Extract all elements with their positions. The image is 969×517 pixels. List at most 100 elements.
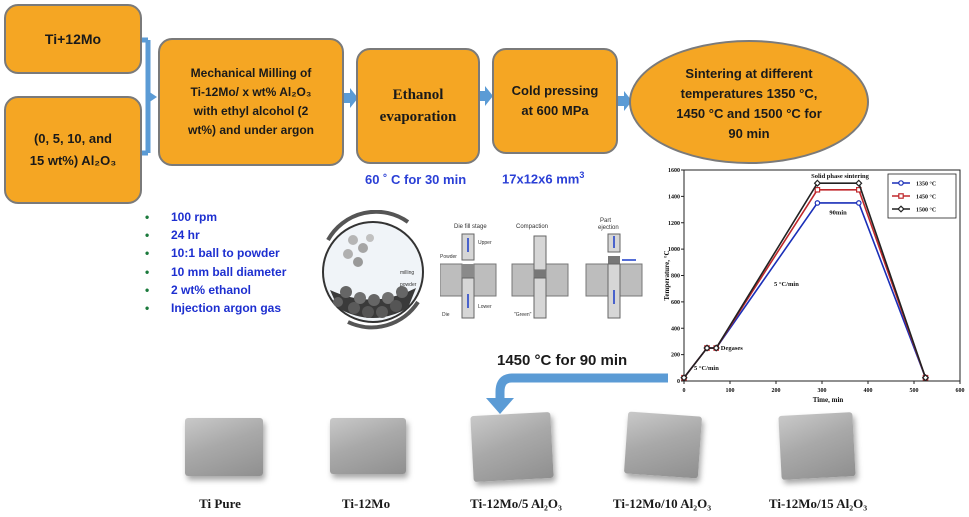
stage-label: Die fill stage xyxy=(454,224,487,230)
alumina-box: (0, 5, 10, and 15 wt%) Al₂O₃ xyxy=(4,96,142,204)
milling-balls xyxy=(330,234,416,318)
series-marker xyxy=(813,179,822,187)
green-label: "Green" xyxy=(514,312,532,318)
die-compaction-illustration: Die fill stage Compaction Part ejection … xyxy=(440,218,643,319)
chart-series xyxy=(680,179,930,382)
ti-mo-box-label: Ti+12Mo xyxy=(44,31,102,47)
ball-mill-illustration: milling powder xyxy=(322,210,424,330)
series-marker xyxy=(921,374,930,382)
milling-box: Mechanical Milling of Ti-12Mo/ x wt% Al₂… xyxy=(158,38,344,166)
ethanol-box-label: Ethanol evaporation xyxy=(379,87,457,125)
ti-mo-box: Ti+12Mo xyxy=(4,4,142,74)
y-tick-label: 400 xyxy=(671,326,680,332)
ball-label-powder: powder xyxy=(400,282,417,288)
sintering-ellipse-label: Sintering at different temperatures 1350… xyxy=(676,66,822,141)
upper-punch-label: Upper xyxy=(478,240,492,246)
legend-label: 1450 °C xyxy=(916,194,936,201)
y-tick-label: 200 xyxy=(671,353,680,359)
powder-fill xyxy=(462,264,474,278)
die-block xyxy=(511,263,535,297)
parameter-item: •100 rpm xyxy=(145,208,286,226)
x-tick-label: 0 xyxy=(683,388,686,394)
upper-punch xyxy=(533,235,547,271)
sample-photo-ti-pure xyxy=(185,418,263,476)
sample-caption: Ti-12Mo/10 Al₂O₃ xyxy=(612,496,712,511)
parameter-item: •24 hr xyxy=(145,226,286,244)
chart-legend: 1350 °C 1450 °C 1500 °C xyxy=(887,173,957,219)
die-label: Die xyxy=(442,312,450,318)
rotation-arc-icon xyxy=(326,210,410,241)
curved-arrow-head-icon xyxy=(486,398,514,414)
series-marker xyxy=(898,180,904,186)
die-block xyxy=(440,263,463,297)
annotation-degases: Degases xyxy=(721,345,743,352)
curved-arrow-line xyxy=(495,373,668,402)
series-marker xyxy=(856,200,862,206)
legend-label: 1350 °C xyxy=(916,181,936,188)
sample-photo-5-al2o3 xyxy=(470,411,554,483)
x-tick-label: 600 xyxy=(956,388,965,394)
milling-box-label: Mechanical Milling of Ti-12Mo/ x wt% Al₂… xyxy=(188,66,314,137)
sintering-ellipse: Sintering at different temperatures 1350… xyxy=(629,40,869,164)
series-marker xyxy=(898,193,904,199)
sample-photo-ti-12mo xyxy=(330,418,406,474)
sample-caption: Ti-12Mo/5 Al₂O₃ xyxy=(470,496,562,511)
alumina-box-label: (0, 5, 10, and 15 wt%) Al₂O₃ xyxy=(29,131,117,168)
pressing-size-note: 17x12x6 mm3 xyxy=(502,170,584,186)
ethanol-box: Ethanol evaporation xyxy=(356,48,480,164)
annotation-heating-rate: 5 °C/min xyxy=(774,281,799,288)
ejected-part xyxy=(608,256,620,264)
x-axis-label: Time, min xyxy=(813,396,844,403)
rotation-arc-icon xyxy=(347,300,420,330)
sample-caption: Ti-12Mo xyxy=(341,496,391,511)
bullet-icon: • xyxy=(145,282,150,297)
bullet-icon: • xyxy=(145,210,150,224)
series-line xyxy=(683,182,927,379)
die-block xyxy=(585,263,609,297)
series-marker xyxy=(855,179,863,187)
lower-punch xyxy=(533,277,547,319)
y-tick-label: 1000 xyxy=(668,247,680,253)
series-marker xyxy=(680,374,688,382)
selected-condition-note: 1450 °C for 90 min xyxy=(497,352,628,369)
ball-label-balls: milling xyxy=(400,270,414,276)
powder-label: Powder xyxy=(440,254,457,260)
arrow-icon xyxy=(342,88,358,108)
annotation-initial-rate: 5 °C/min xyxy=(694,365,719,372)
parameter-item: •2 wt% ethanol xyxy=(145,281,286,299)
bullet-icon: • xyxy=(145,264,150,279)
y-tick-label: 1200 xyxy=(668,221,680,227)
x-tick-label: 200 xyxy=(772,388,781,394)
stage-label: Part xyxy=(600,218,611,224)
y-tick-label: 600 xyxy=(671,300,680,306)
annotation-hold-time: 90min xyxy=(829,210,847,217)
die-block xyxy=(473,263,497,297)
series-marker xyxy=(703,344,711,352)
x-tick-label: 500 xyxy=(910,388,919,394)
x-tick-label: 100 xyxy=(726,388,735,394)
stage-label: ejection xyxy=(598,225,619,231)
series-marker xyxy=(814,186,821,193)
series-marker xyxy=(897,205,905,213)
legend-label: 1500 °C xyxy=(916,207,936,214)
milling-parameters-list: •100 rpm •24 hr •10:1 ball to powder •10… xyxy=(145,208,286,317)
die-block xyxy=(619,263,643,297)
bullet-icon: • xyxy=(145,300,150,315)
stage-label: Compaction xyxy=(516,224,548,230)
sample-caption: Ti Pure xyxy=(199,496,241,511)
y-tick-label: 800 xyxy=(671,274,680,280)
annotation-solid-phase: Solid phase sintering xyxy=(811,173,870,180)
parameter-item: •10:1 ball to powder xyxy=(145,244,286,262)
bullet-icon: • xyxy=(145,228,150,243)
pressing-size-superscript: 3 xyxy=(579,170,585,180)
pressing-size-text: 17x12x6 mm xyxy=(502,171,580,187)
pressing-box: Cold pressing at 600 MPa xyxy=(492,48,618,154)
pressing-box-label: Cold pressing at 600 MPa xyxy=(511,83,599,118)
trunk-arrow-icon xyxy=(148,91,157,103)
x-tick-label: 300 xyxy=(818,388,827,394)
bullet-icon: • xyxy=(145,246,150,261)
